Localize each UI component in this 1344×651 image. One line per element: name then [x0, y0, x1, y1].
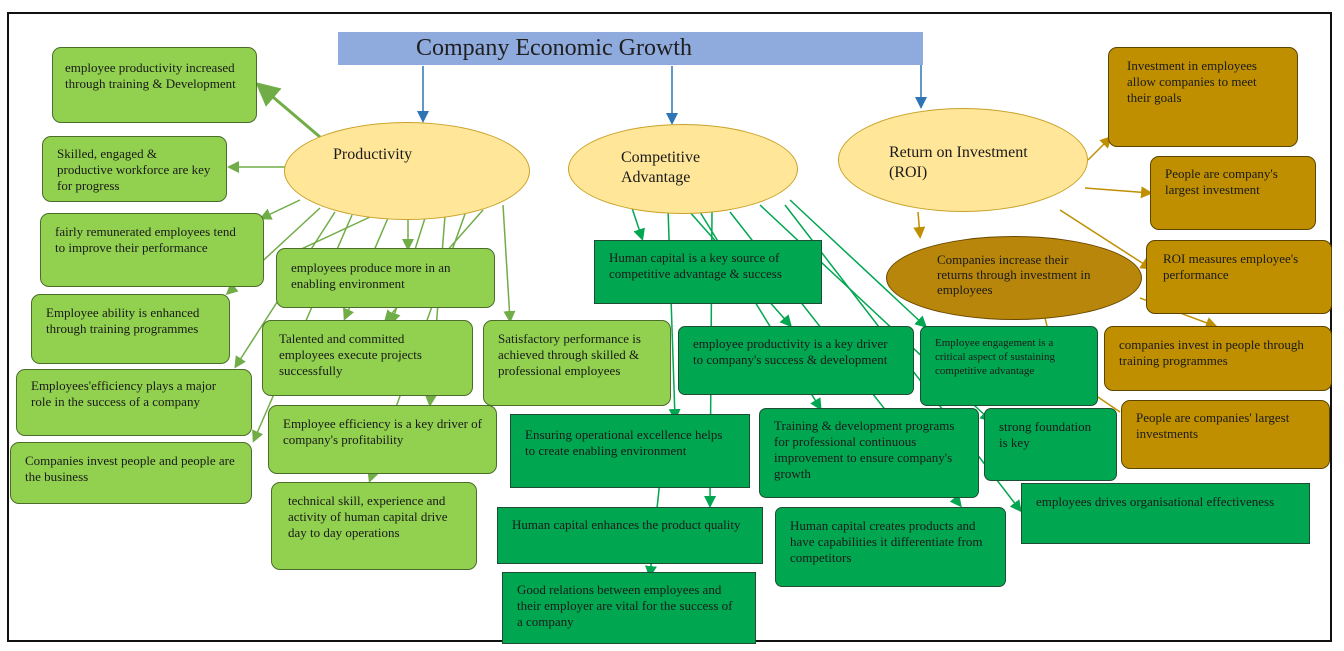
roi-node: companies invest in people through train… [1104, 326, 1332, 391]
hub-returns: Companies increase their returns through… [886, 236, 1142, 320]
competitive-node: Employee engagement is a critical aspect… [920, 326, 1098, 406]
competitive-node: employees drives organisational effectiv… [1021, 483, 1310, 544]
competitive-node: Good relations between employees and the… [502, 572, 756, 644]
productivity-node: employee productivity increased through … [52, 47, 257, 123]
hub-competitive-advantage: Competitive Advantage [568, 124, 798, 214]
productivity-node: technical skill, experience and activity… [271, 482, 477, 570]
hub-roi-label: Return on Investment (ROI) [889, 144, 1028, 181]
productivity-node: employees produce more in an enabling en… [276, 248, 495, 308]
productivity-node: fairly remunerated employees tend to imp… [40, 213, 264, 287]
productivity-node: Talented and committed employees execute… [262, 320, 473, 396]
productivity-node: Companies invest people and people are t… [10, 442, 252, 504]
roi-arrows [913, 135, 1218, 413]
productivity-node: Skilled, engaged & productive workforce … [42, 136, 227, 202]
competitive-node: Human capital creates products and have … [775, 507, 1006, 587]
productivity-node: Employee ability is enhanced through tra… [31, 294, 230, 364]
title-arrows [417, 62, 927, 125]
competitive-node: employee productivity is a key driver to… [678, 326, 914, 395]
competitive-node: Ensuring operational excellence helps to… [510, 414, 750, 488]
roi-node: Investment in employees allow companies … [1108, 47, 1298, 147]
roi-node: ROI measures employee's performance [1146, 240, 1332, 314]
competitive-node: Training & development programs for prof… [759, 408, 979, 498]
hub-productivity: Productivity [284, 122, 530, 220]
productivity-node: Employees'efficiency plays a major role … [16, 369, 252, 436]
productivity-node: Satisfactory performance is achieved thr… [483, 320, 671, 406]
competitive-node: Human capital is a key source of competi… [594, 240, 822, 304]
productivity-node: Employee efficiency is a key driver of c… [268, 405, 497, 474]
competitive-node: Human capital enhances the product quali… [497, 507, 763, 564]
hub-competitive-label: Competitive Advantage [621, 149, 701, 186]
competitive-node: strong foundation is key [984, 408, 1117, 481]
hub-productivity-label: Productivity [333, 146, 413, 163]
roi-node: People are companies' largest investment… [1121, 400, 1330, 469]
roi-node: People are company's largest investment [1150, 156, 1316, 230]
hub-returns-label: Companies increase their returns through… [937, 252, 1091, 297]
diagram-title: Company Economic Growth [338, 32, 923, 65]
hub-roi: Return on Investment (ROI) [838, 108, 1088, 212]
